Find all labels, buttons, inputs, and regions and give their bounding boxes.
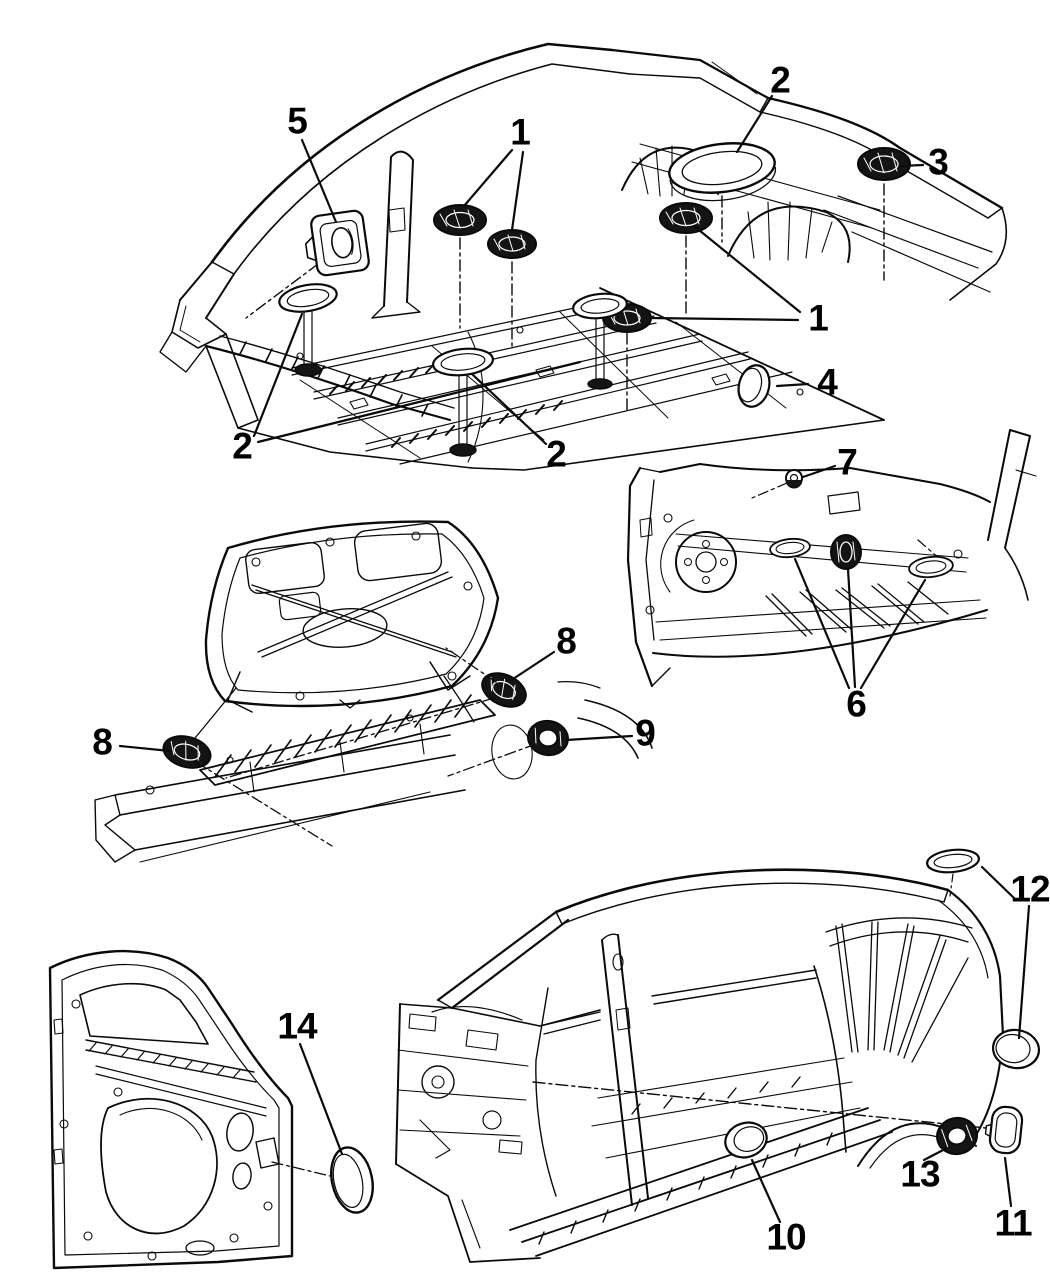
grommet-5 [304,209,370,277]
plug-1-dark-right [487,229,537,259]
plug-1-dark-rear [659,202,713,234]
plug-1-dark-left [433,204,487,236]
callout-1-right: 1 [808,297,829,339]
figure-decklid [94,520,653,863]
plug-2-floor-rear [572,292,628,320]
plug-2-large [668,142,777,202]
plug-6-dark [830,534,862,570]
leader-lines-e [750,865,1031,1224]
projection-lines-c [195,647,537,847]
figure-rear-floor-section [626,429,1037,690]
plug-8-left [162,735,212,769]
callout-10: 10 [766,1216,806,1258]
plug-3-dark [857,147,911,181]
figure-body-shell [159,42,1008,471]
callout-3: 3 [928,141,949,183]
leader-lines-c [118,650,634,753]
callout-7: 7 [837,441,858,483]
plug-13 [936,1116,978,1156]
figure-body-side [395,848,1041,1263]
plug-14 [330,1146,374,1214]
plug-4 [737,364,771,408]
callout-4: 4 [817,361,838,403]
callout-12: 12 [1010,868,1050,910]
hole-6-right [908,555,954,579]
callout-8-left: 8 [92,721,113,763]
callout-9: 9 [635,712,656,754]
plug-7 [785,469,803,489]
callout-2-mid: 2 [546,433,567,475]
plug-9 [527,719,569,757]
plug-10 [724,1121,768,1159]
callout-5: 5 [287,100,308,142]
figure-rear-door [48,949,374,1270]
callout-14: 14 [277,1005,317,1047]
leader-line-14 [298,1042,344,1156]
plug-11 [984,1105,1024,1155]
callout-11: 11 [994,1202,1032,1244]
plug-2-floor-center [432,347,494,377]
callout-13: 13 [900,1153,940,1195]
leader-lines-b [793,464,927,690]
callout-2-top: 2 [770,59,791,101]
projection-line-e [532,1081,987,1129]
plug-12-side [991,1028,1041,1070]
plug-12-top [926,848,980,874]
leader-lines-a [252,94,925,446]
hole-6-left [769,537,811,559]
callout-6: 6 [846,683,867,725]
callout-2-left: 2 [232,425,253,467]
projection-lines [245,183,885,415]
plug-2-floor-left [278,283,338,313]
callout-1-top: 1 [510,111,531,153]
callout-8-right: 8 [556,620,577,662]
